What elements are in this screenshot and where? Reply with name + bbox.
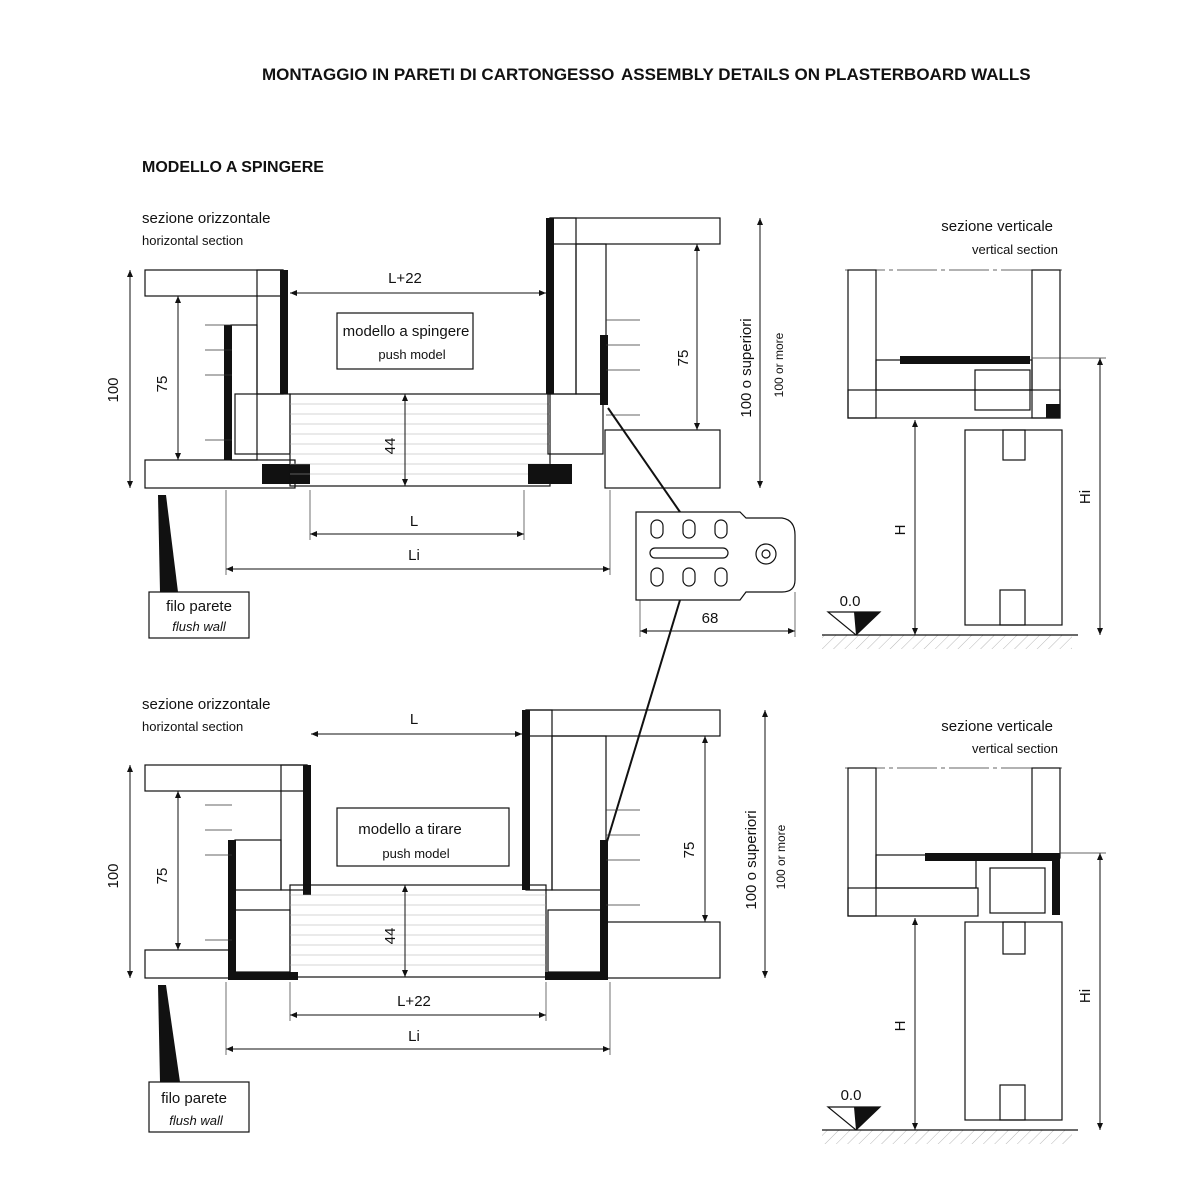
bottom-dim-li: Li [408,1028,420,1045]
subtitle: MODELLO A SPINGERE [142,159,324,176]
bottom-right-wall [522,709,721,980]
top-dim-hi: Hi [1077,490,1094,504]
bottom-dim-100-more: 100 or more [774,824,788,889]
bottom-h-label-it: sezione orizzontale [142,696,270,713]
bottom-left-wall [144,764,311,980]
top-v-label-en: vertical section [972,242,1058,257]
bottom-dim-hi: Hi [1077,989,1094,1003]
bottom-flush-wedge [158,985,180,1082]
bottom-leader-line [605,599,681,846]
bottom-door-leaf [289,884,547,978]
bottom-dim-75-left: 75 [154,868,171,885]
top-dim-100: 100 [105,377,122,402]
bottom-dim-100: 100 [105,863,122,888]
bottom-flush-it: filo parete [161,1090,227,1107]
bottom-vertical-section: sezione verticale vertical section 0.0 H… [822,718,1106,1144]
top-dim-h: H [892,525,909,536]
top-model-it: modello a spingere [343,323,470,340]
top-dim-100-sup: 100 o superiori [738,318,755,417]
title-italian: MONTAGGIO IN PARETI DI CARTONGESSO [262,65,614,84]
top-dim-li: Li [408,547,420,564]
bottom-dim-l22: L+22 [397,993,431,1010]
top-left-screws [205,324,232,441]
bottom-horizontal-section: sezione orizzontale horizontal section [105,696,788,1133]
top-right-screws [606,319,640,416]
bottom-dim-75-right: 75 [681,842,698,859]
top-dim-l22: L+22 [388,270,422,287]
bottom-floor-0: 0.0 [841,1087,862,1104]
bottom-v-label-en: vertical section [972,741,1058,756]
top-vertical-section: sezione verticale vertical section 0.0 H… [822,218,1106,649]
bottom-left-screws [205,804,232,941]
top-flush-box [148,591,250,639]
top-flush-wedge [158,495,178,592]
bottom-right-screws [606,809,640,906]
bottom-dim-44: 44 [382,928,399,945]
bottom-dim-100-sup: 100 o superiori [743,810,760,909]
title-english: ASSEMBLY DETAILS ON PLASTERBOARD WALLS [621,65,1031,84]
bottom-flush-box [148,1081,250,1133]
top-dim-75-right: 75 [675,350,692,367]
bottom-model-box [336,807,510,867]
top-flush-en: flush wall [172,619,227,634]
top-leader-line [607,407,681,513]
top-left-wall [144,269,310,489]
bottom-model-it: modello a tirare [358,821,461,838]
bottom-dim-l: L [410,711,418,728]
top-dim-75-left: 75 [154,376,171,393]
bracket-dim-68: 68 [702,610,719,627]
top-horizontal-section: sezione orizzontale horizontal section [105,210,796,846]
bottom-v-label-it: sezione verticale [941,718,1053,735]
top-model-box [336,312,474,370]
bottom-flush-en: flush wall [169,1113,224,1128]
top-flush-it: filo parete [166,598,232,615]
bottom-dim-h: H [892,1021,909,1032]
top-floor-0: 0.0 [840,593,861,610]
bottom-h-label-en: horizontal section [142,719,243,734]
top-dim-44: 44 [382,438,399,455]
top-dim-l: L [410,513,418,530]
top-h-label-it: sezione orizzontale [142,210,270,227]
bracket-detail: 68 [635,511,796,637]
top-dim-100-more: 100 or more [772,332,786,397]
bottom-model-en: push model [382,846,449,861]
top-door-leaf [289,393,551,487]
top-model-en: push model [378,347,445,362]
top-h-label-en: horizontal section [142,233,243,248]
top-v-label-it: sezione verticale [941,218,1053,235]
